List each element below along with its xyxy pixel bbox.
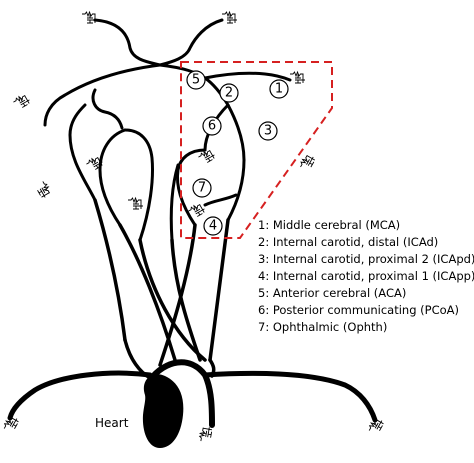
marker-1: 1 <box>269 79 289 99</box>
circle-of-willis-highlight <box>180 61 333 239</box>
marker-3: 3 <box>258 121 278 141</box>
legend-item: 4: Internal carotid, proximal 1 (ICApp) <box>258 269 474 283</box>
svg-text:4: 4 <box>209 219 217 234</box>
vessel-ascending <box>123 338 152 380</box>
svg-text:3: 3 <box>264 124 272 139</box>
marker-2: 2 <box>219 83 239 103</box>
legend: 1: Middle cerebral (MCA) 2: Internal car… <box>258 218 474 334</box>
windkessel-terminal-icon <box>11 92 32 111</box>
vessel-right-mid <box>169 163 180 242</box>
windkessel-terminal-icon <box>366 416 385 436</box>
svg-text:1: 1 <box>275 82 283 97</box>
svg-text:5: 5 <box>192 73 200 88</box>
windkessel-terminal-icon <box>127 197 144 210</box>
vessel-upper-left-arc <box>43 63 162 127</box>
vessel-left-aca <box>91 88 124 130</box>
vessel-cross-2 <box>138 238 207 362</box>
segment-markers: 1 2 3 4 5 6 7 <box>186 70 289 236</box>
vessel-top-left <box>93 18 162 67</box>
vessel-aortic-arch <box>147 359 215 428</box>
vessel-right-arch <box>208 358 216 378</box>
legend-item: 3: Internal carotid, proximal 2 (ICApd) <box>258 252 474 266</box>
windkessel-terminal-icon <box>221 11 238 24</box>
windkessel-terminal-icon <box>198 425 213 444</box>
svg-text:6: 6 <box>208 119 216 134</box>
vessel-cross-1 <box>158 223 197 367</box>
marker-7: 7 <box>192 178 212 198</box>
marker-5: 5 <box>186 70 206 90</box>
legend-item: 1: Middle cerebral (MCA) <box>258 218 400 232</box>
heart-shape <box>142 374 184 448</box>
legend-item: 2: Internal carotid, distal (ICAd) <box>258 235 438 249</box>
vessel-right-carotid <box>170 238 202 362</box>
windkessel-terminal-icon <box>81 11 98 24</box>
vessel-left-loop <box>98 128 127 227</box>
vessel-ophth <box>203 193 238 207</box>
marker-4: 4 <box>203 216 223 236</box>
vessel-ica-proximal-2 <box>226 158 246 222</box>
vessel-right-subclavian <box>202 370 378 423</box>
svg-text:7: 7 <box>198 181 206 196</box>
windkessel-terminal-icon <box>34 179 53 200</box>
windkessel-terminal-icon <box>289 71 306 84</box>
vessel-left-subclavian <box>7 370 153 421</box>
vessel-network <box>7 18 378 428</box>
vessel-left-carotid <box>118 223 177 362</box>
heart-label: Heart <box>95 416 129 430</box>
vessel-mca <box>203 71 292 82</box>
vessel-left-vertebral <box>93 198 127 342</box>
legend-item: 7: Ophthalmic (Ophth) <box>258 320 387 334</box>
vessel-right-vertebral <box>208 218 230 362</box>
legend-item: 6: Posterior communicating (PCoA) <box>258 303 459 317</box>
windkessel-terminal-icon <box>1 414 20 434</box>
windkessel-terminal-icon <box>298 152 317 172</box>
vessel-top-right <box>158 18 224 67</box>
svg-text:2: 2 <box>225 86 233 101</box>
legend-item: 5: Anterior cerebral (ACA) <box>258 286 406 300</box>
marker-6: 6 <box>202 116 222 136</box>
vessel-left-mid <box>123 128 154 242</box>
vessel-left-inner <box>68 103 97 202</box>
